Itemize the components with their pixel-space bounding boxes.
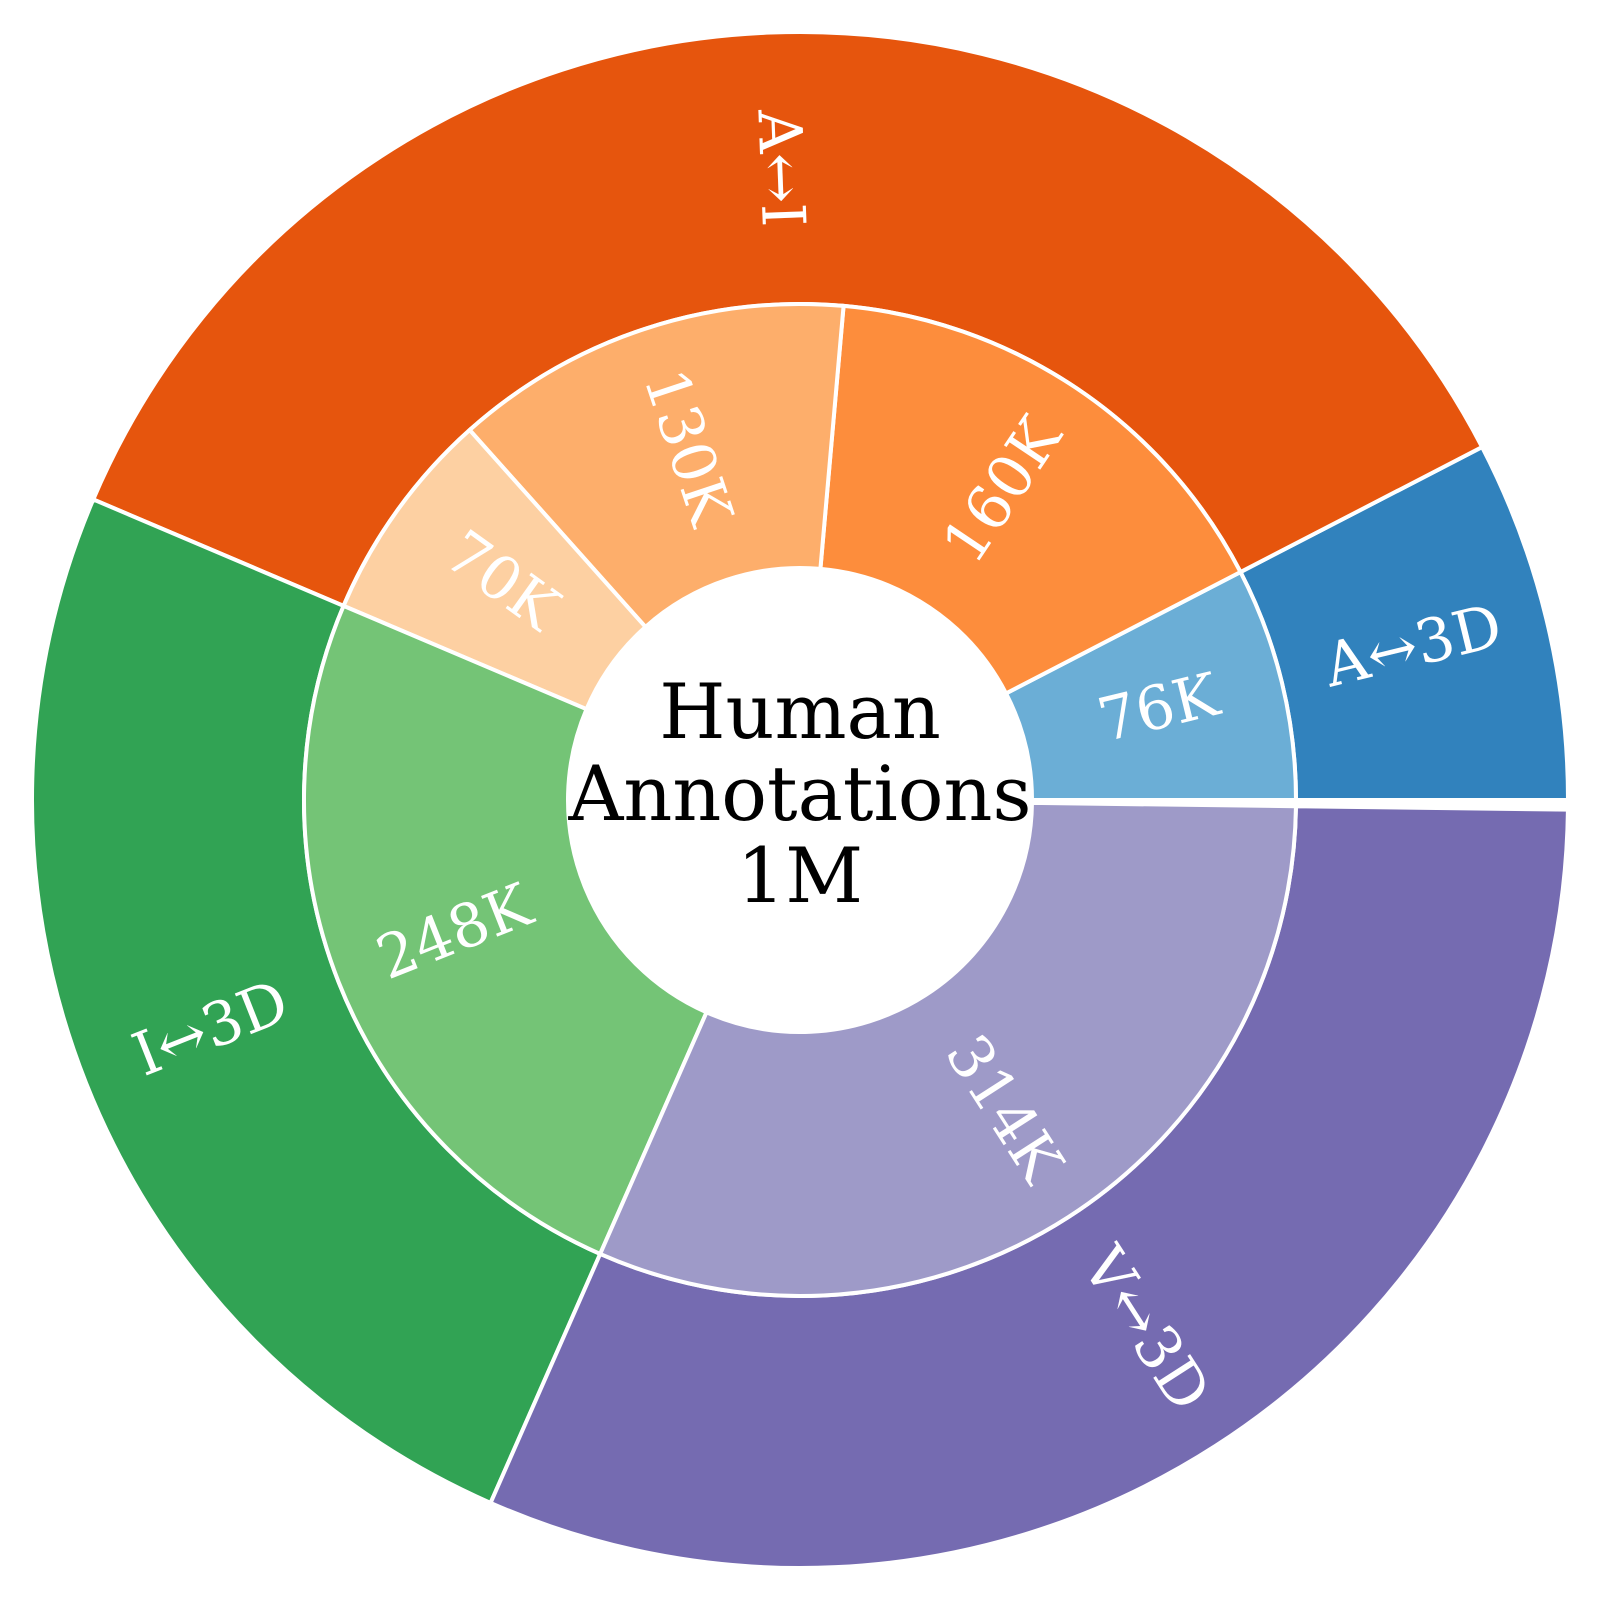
inner-segment-130k <box>466 302 846 630</box>
center-label-line-3: 1M <box>737 831 863 920</box>
inner-segment-160k <box>818 303 1244 697</box>
outer-ring <box>30 30 1571 1570</box>
outer-label-a-i: A↔I <box>743 107 817 228</box>
center-circle <box>570 570 1030 1030</box>
inner-segment-248k <box>302 603 710 1257</box>
inner-segment-314k <box>597 800 1298 1298</box>
center-group: Human Annotations 1M <box>568 570 1032 1030</box>
center-label-line-2: Annotations <box>568 749 1032 838</box>
center-label-line-1: Human <box>659 667 941 756</box>
inner-ring <box>302 302 1299 1298</box>
